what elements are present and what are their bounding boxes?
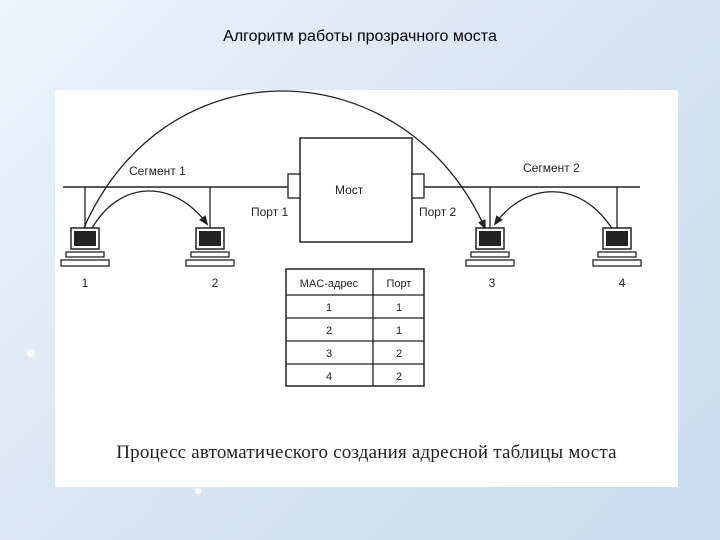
host-label: 4 (619, 276, 626, 290)
figure-caption: Процесс автоматического создания адресно… (116, 442, 617, 463)
slide-title: Алгоритм работы прозрачного моста (223, 28, 497, 45)
table-cell: 2 (396, 348, 402, 360)
port-2-label: Порт 2 (419, 205, 457, 219)
computer-2-icon (185, 227, 235, 267)
host-label: 2 (212, 276, 219, 290)
bridge-label: Мост (335, 183, 364, 197)
table-cell: 2 (326, 325, 332, 337)
table-cell: 1 (396, 325, 402, 337)
arc-1-to-3 (82, 90, 486, 231)
port-1-connector (287, 173, 301, 199)
diagram-figure: Сегмент 1 Сегмент 2 Мост Порт 1 Порт 2 (55, 90, 678, 487)
port-2-connector (411, 173, 425, 199)
arc-4-to-3 (493, 191, 614, 231)
bridge-box (299, 137, 413, 243)
host-label: 1 (82, 276, 89, 290)
network-diagram: Сегмент 1 Сегмент 2 Мост Порт 1 Порт 2 (60, 90, 642, 387)
computer-4-icon (592, 227, 642, 267)
port-1-label: Порт 1 (251, 205, 289, 219)
table-cell: 1 (326, 302, 332, 314)
table-cell: 2 (396, 371, 402, 383)
decor-dot (27, 349, 35, 357)
arc-1-to-2 (90, 190, 209, 231)
host-label: 3 (489, 276, 496, 290)
table-header: Порт (387, 278, 412, 290)
computer-3-icon (465, 227, 515, 267)
table-cell: 4 (326, 371, 332, 383)
decor-dot (195, 488, 201, 494)
segment-2-label: Сегмент 2 (523, 161, 580, 175)
table-header: MAC-адрес (300, 278, 359, 290)
table-cell: 3 (326, 348, 332, 360)
computer-1-icon (60, 227, 110, 267)
table-cell: 1 (396, 302, 402, 314)
address-table: MAC-адрес Порт 1 1 2 1 3 2 4 2 (285, 268, 425, 387)
segment-1-label: Сегмент 1 (129, 164, 186, 178)
